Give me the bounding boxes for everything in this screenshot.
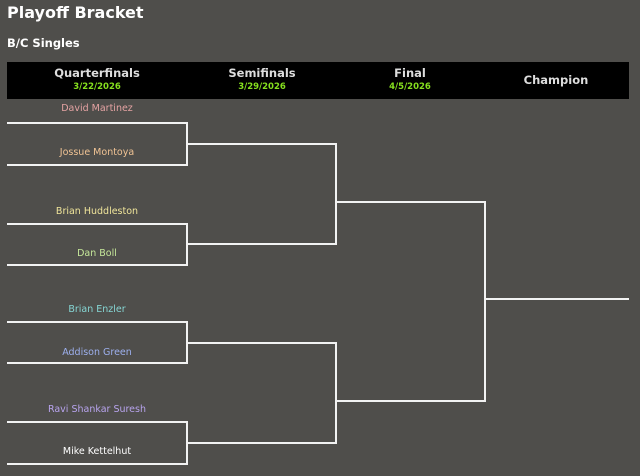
player-name: Mike Kettelhut bbox=[62, 446, 132, 457]
bracket-line bbox=[186, 243, 337, 245]
bracket-line bbox=[335, 201, 486, 203]
round-label: Quarterfinals bbox=[54, 66, 140, 80]
rounds-header: Quarterfinals 3/22/2026 Semifinals 3/29/… bbox=[7, 62, 629, 99]
player-name: Brian Enzler bbox=[68, 304, 126, 315]
bracket-line bbox=[7, 223, 188, 225]
bracket-subtitle: B/C Singles bbox=[7, 36, 80, 50]
player-name: Addison Green bbox=[62, 347, 132, 358]
bracket-line bbox=[186, 143, 337, 145]
bracket-line bbox=[7, 264, 188, 266]
bracket-line bbox=[7, 164, 188, 166]
bracket-line bbox=[484, 201, 486, 402]
player-name: Ravi Shankar Suresh bbox=[47, 404, 147, 415]
champion-line bbox=[484, 298, 629, 300]
player-name: Dan Boll bbox=[77, 248, 117, 259]
round-champion: Champion bbox=[481, 62, 631, 87]
bracket-line bbox=[7, 122, 188, 124]
bracket-line bbox=[186, 442, 337, 444]
player-name: Brian Huddleston bbox=[55, 206, 139, 217]
player-name: David Martinez bbox=[61, 103, 133, 114]
round-semifinals: Semifinals 3/29/2026 bbox=[187, 62, 337, 92]
bracket-line bbox=[335, 400, 486, 402]
bracket-line bbox=[7, 463, 188, 465]
round-date: 4/5/2026 bbox=[389, 82, 431, 92]
round-date: 3/29/2026 bbox=[238, 82, 286, 92]
round-date: 3/22/2026 bbox=[73, 82, 121, 92]
bracket-line bbox=[335, 143, 337, 245]
round-final: Final 4/5/2026 bbox=[335, 62, 485, 92]
bracket-line bbox=[7, 321, 188, 323]
round-label: Semifinals bbox=[228, 66, 296, 80]
bracket-line bbox=[335, 342, 337, 444]
round-quarterfinals: Quarterfinals 3/22/2026 bbox=[22, 62, 172, 92]
bracket-line bbox=[186, 342, 337, 344]
round-label: Champion bbox=[523, 73, 589, 87]
bracket-line bbox=[7, 362, 188, 364]
round-label: Final bbox=[394, 66, 426, 80]
bracket-line bbox=[7, 421, 188, 423]
page-title: Playoff Bracket bbox=[7, 3, 144, 22]
player-name: Jossue Montoya bbox=[59, 147, 135, 158]
